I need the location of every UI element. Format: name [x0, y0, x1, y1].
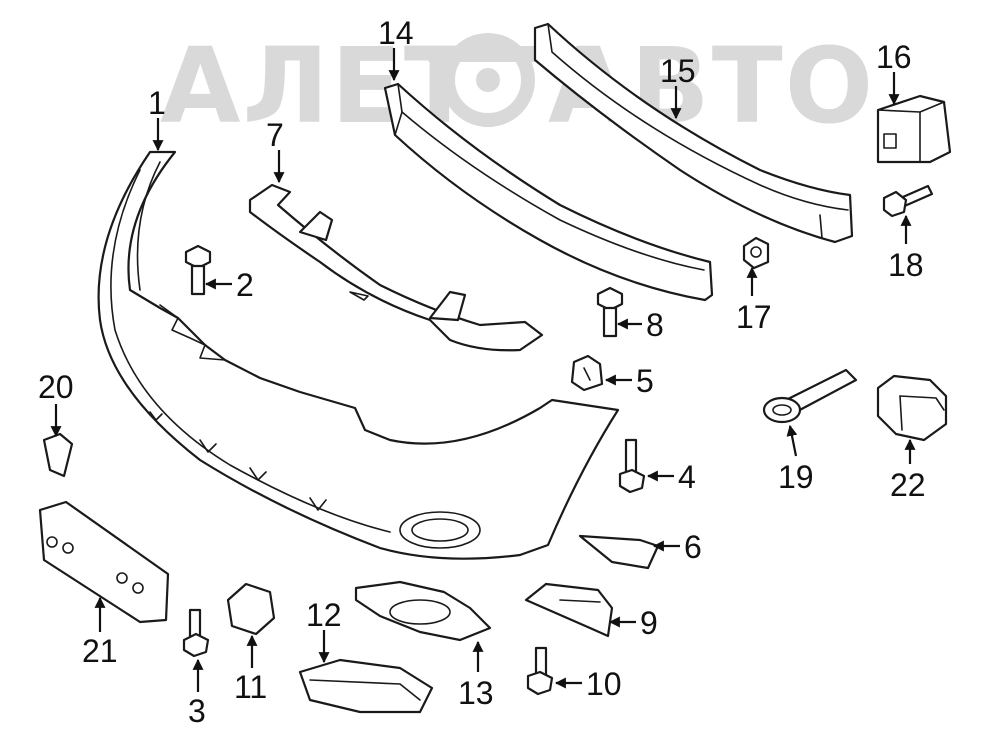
- part-13-fog-bezel: [354, 580, 492, 642]
- callout-5: 5: [636, 363, 654, 399]
- part-4-bolt: [618, 438, 646, 494]
- part-5-clip: [570, 354, 604, 392]
- part-2-bolt: [184, 244, 212, 296]
- part-7-upper-bracket: [248, 183, 544, 352]
- part-16-bracket: [876, 94, 952, 164]
- callout-19: 19: [778, 459, 814, 495]
- callout-17: 17: [736, 299, 772, 335]
- leader-19: [786, 424, 798, 457]
- part-21-plate-bracket: [38, 500, 170, 624]
- callout-2: 2: [236, 267, 254, 303]
- callout-labels: 1 2 3 4 5 6 7 8 9 10 11 12 13 14 15 16 1…: [38, 15, 926, 729]
- part-1-bumper-cover: [97, 150, 620, 560]
- part-20-clip: [42, 432, 74, 478]
- callout-15: 15: [660, 53, 696, 89]
- callout-4: 4: [678, 459, 696, 495]
- part-12-trim: [298, 658, 434, 714]
- callout-8: 8: [646, 307, 664, 343]
- callout-20: 20: [38, 369, 74, 405]
- part-15-absorber: [533, 22, 854, 244]
- watermark-wheel-icon: [428, 33, 548, 127]
- part-11-cap: [226, 582, 276, 636]
- callout-14: 14: [378, 15, 414, 51]
- callout-18: 18: [888, 247, 924, 283]
- callout-11: 11: [234, 669, 267, 705]
- part-10-bolt: [526, 646, 554, 696]
- part-19-tow-hook: [762, 368, 858, 424]
- callout-13: 13: [458, 675, 494, 711]
- callout-9: 9: [640, 605, 658, 641]
- callout-10: 10: [586, 666, 622, 702]
- watermark-logo: АЛЕТ АВТО: [160, 25, 873, 147]
- callout-1: 1: [148, 85, 166, 121]
- callout-21: 21: [82, 633, 118, 669]
- part-9-bracket: [524, 582, 614, 638]
- part-22-cap: [876, 374, 948, 442]
- part-3-bolt: [182, 608, 210, 658]
- callout-22: 22: [890, 467, 926, 503]
- part-17-clip: [742, 236, 770, 270]
- part-18-bolt: [882, 184, 934, 218]
- part-8-bolt: [596, 286, 624, 338]
- part-14-reinforcement: [383, 82, 714, 302]
- callout-12: 12: [306, 597, 342, 633]
- callout-16: 16: [876, 39, 912, 75]
- callout-leaders: [50, 48, 916, 692]
- callout-3: 3: [188, 693, 206, 729]
- callout-6: 6: [684, 529, 702, 565]
- callout-7: 7: [266, 117, 284, 153]
- part-6-cover: [578, 534, 660, 570]
